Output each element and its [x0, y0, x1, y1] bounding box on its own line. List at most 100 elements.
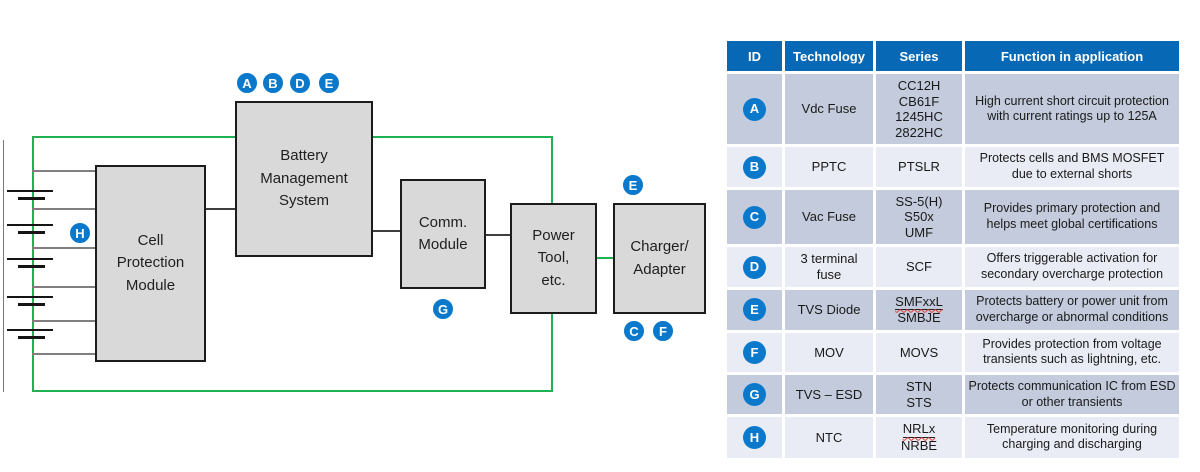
- series-cell: PTSLR: [876, 147, 962, 187]
- series-item: STN: [906, 379, 932, 395]
- battery-cell-long-plate: [7, 258, 53, 260]
- id-badge: C: [743, 205, 766, 229]
- series-item: CB61F: [898, 93, 940, 109]
- badge-e-charger: E: [622, 174, 644, 196]
- badge-c: C: [623, 320, 645, 342]
- id-badge: G: [743, 383, 766, 407]
- header-technology: Technology: [785, 41, 873, 71]
- technology-cell: Vac Fuse: [785, 189, 873, 245]
- technology-cell: NTC: [785, 417, 873, 458]
- id-badge: B: [743, 155, 766, 179]
- badge-g: G: [432, 298, 454, 320]
- battery-tap-line: [32, 286, 95, 288]
- comm-module-box: Comm. Module: [400, 179, 486, 289]
- series-item: NRBE: [900, 437, 938, 453]
- id-badge: A: [743, 97, 766, 121]
- technology-cell: TVS – ESD: [785, 375, 873, 415]
- series-item: 1245HC: [895, 109, 943, 125]
- series-item: SMFxxL: [895, 293, 943, 311]
- connector-line-green: [597, 257, 613, 259]
- id-cell: B: [727, 147, 782, 187]
- technology-cell: MOV: [785, 332, 873, 373]
- power-tool-box: Power Tool, etc.: [510, 203, 597, 314]
- function-cell: High current short circuit protection wi…: [965, 74, 1179, 145]
- cell-protection-module-box: Cell Protection Module: [95, 165, 206, 362]
- id-cell: H: [727, 417, 782, 458]
- technology-cell: PPTC: [785, 147, 873, 187]
- connector-line: [206, 208, 235, 210]
- table-row: F MOV MOVS Provides protection from voltage…: [727, 332, 1179, 373]
- series-item: SS-5(H): [895, 193, 943, 209]
- series-item: S50x: [904, 209, 934, 225]
- charger-adapter-box: Charger/ Adapter: [613, 203, 706, 314]
- battery-cell-short-plate: [18, 197, 45, 200]
- id-badge: F: [743, 340, 766, 364]
- id-cell: E: [727, 289, 782, 330]
- id-cell: G: [727, 375, 782, 415]
- badge-a: A: [236, 72, 258, 94]
- badge-b: B: [262, 72, 284, 94]
- function-cell: Protects communication IC from ESD or ot…: [965, 375, 1179, 415]
- series-item: 2822HC: [895, 124, 943, 140]
- id-cell: A: [727, 74, 782, 145]
- id-badge: H: [743, 425, 766, 449]
- battery-tap-line: [32, 208, 95, 210]
- series-item: CC12H: [897, 78, 941, 93]
- function-cell: Protects battery or power unit from over…: [965, 289, 1179, 330]
- series-item: NRLx: [902, 421, 936, 438]
- function-cell: Provides primary protection and helps me…: [965, 189, 1179, 245]
- technology-cell: Vdc Fuse: [785, 74, 873, 145]
- connector-line: [486, 234, 510, 236]
- battery-tap-line: [32, 170, 95, 172]
- id-cell: F: [727, 332, 782, 373]
- series-item: SCF: [906, 259, 932, 275]
- header-id: ID: [727, 41, 782, 71]
- badge-h: H: [69, 222, 91, 244]
- badge-f: F: [652, 320, 674, 342]
- series-cell: SCF: [876, 247, 962, 287]
- battery-cell-short-plate: [18, 231, 45, 234]
- battery-cell-long-plate: [7, 190, 53, 192]
- table-row: B PPTC PTSLR Protects cells and BMS MOSFET …: [727, 147, 1179, 187]
- series-item: PTSLR: [898, 159, 940, 175]
- id-badge: E: [743, 298, 766, 322]
- battery-cell-short-plate: [18, 303, 45, 306]
- badge-d: D: [289, 72, 311, 94]
- battery-tap-line: [32, 320, 95, 322]
- battery-tap-line: [32, 353, 95, 355]
- function-cell: Provides protection from voltage transie…: [965, 332, 1179, 373]
- function-cell: Protects cells and BMS MOSFET due to ext…: [965, 147, 1179, 187]
- id-cell: D: [727, 247, 782, 287]
- battery-cell-long-plate: [7, 224, 53, 226]
- battery-management-system-box: Battery Management System: [235, 101, 373, 257]
- battery-cell-short-plate: [18, 336, 45, 339]
- connector-line: [373, 230, 400, 232]
- battery-cell-long-plate: [7, 296, 53, 298]
- header-series: Series: [876, 41, 962, 71]
- table-panel: ID Technology Series Function in applica…: [727, 41, 1179, 458]
- battery-cell-short-plate: [18, 265, 45, 268]
- id-badge: D: [743, 255, 766, 279]
- id-cell: C: [727, 189, 782, 245]
- battery-bus-line: [3, 140, 4, 392]
- series-item: SMBJE: [897, 310, 941, 326]
- table-header-row: ID Technology Series Function in applica…: [727, 41, 1179, 71]
- badge-e: E: [318, 72, 340, 94]
- function-cell: Temperature monitoring during charging a…: [965, 417, 1179, 458]
- battery-cell-long-plate: [7, 329, 53, 331]
- header-function: Function in application: [965, 41, 1179, 71]
- series-item: MOVS: [899, 344, 939, 360]
- series-item: STS: [906, 394, 932, 410]
- series-item: UMF: [904, 224, 934, 240]
- series-cell: MOVS: [876, 332, 962, 373]
